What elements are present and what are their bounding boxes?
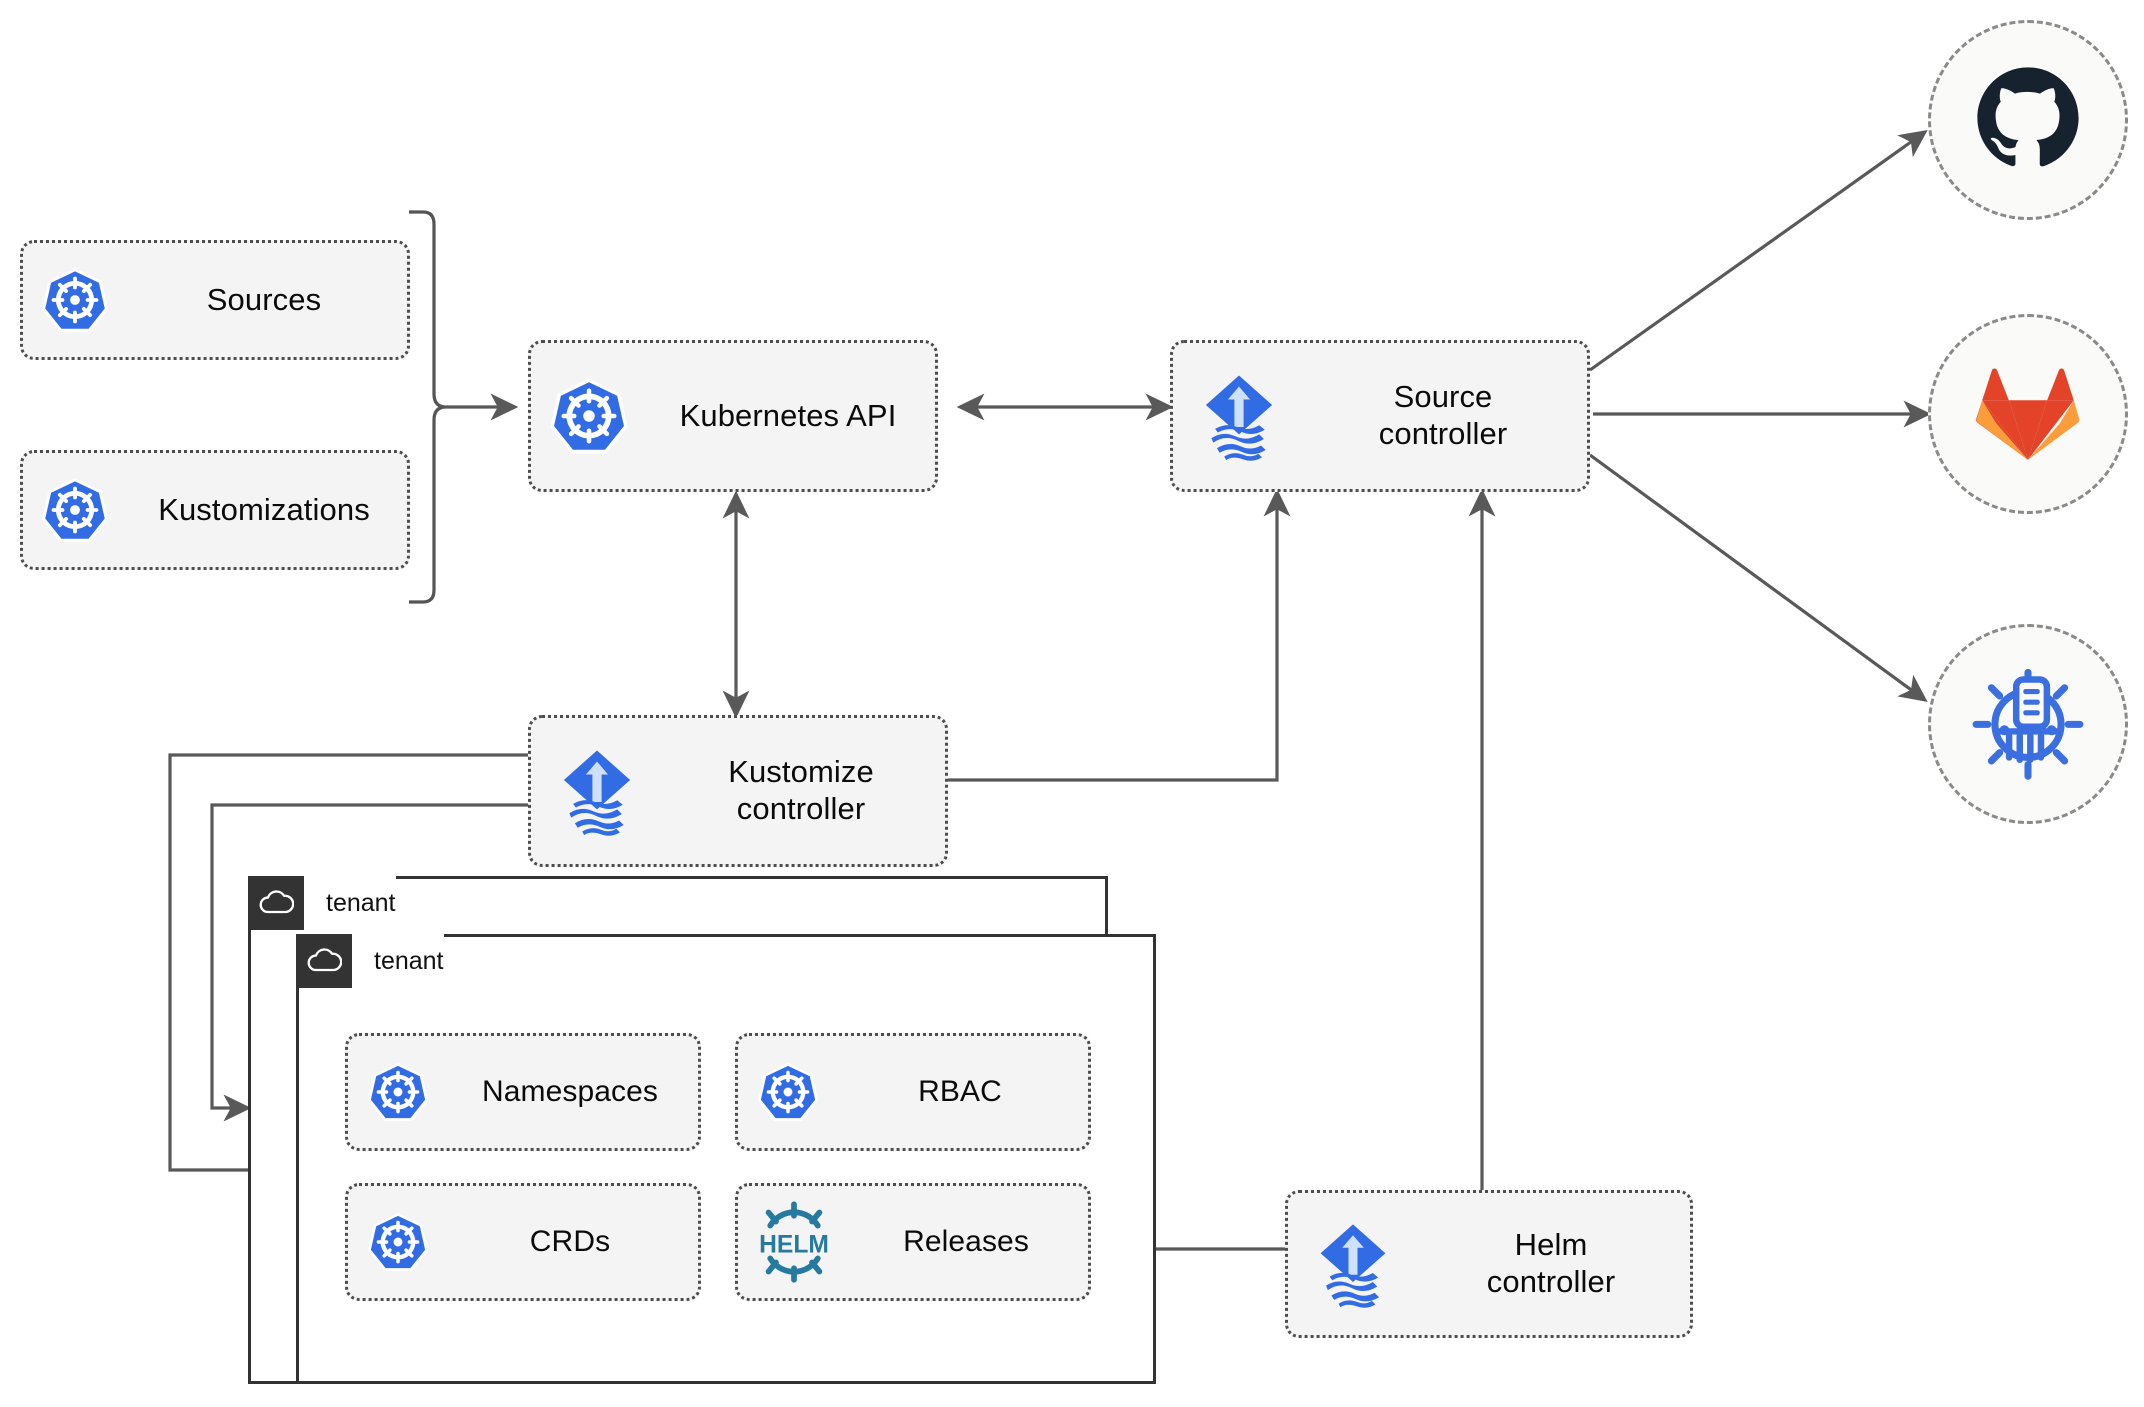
kubernetes-icon bbox=[23, 476, 127, 544]
flux-icon bbox=[1173, 370, 1305, 462]
helm-controller-label: Helm controller bbox=[1486, 1227, 1616, 1299]
resource-label: Kustomizations bbox=[158, 491, 370, 527]
github-icon bbox=[1973, 63, 2083, 178]
kubernetes-api-node[interactable]: Kubernetes API bbox=[528, 340, 938, 492]
tenant-resource-crds[interactable]: CRDs bbox=[345, 1183, 701, 1301]
tenant-resource-label: Releases bbox=[903, 1225, 1029, 1259]
tenant-container-inner[interactable]: tenant bbox=[296, 934, 1156, 1384]
provider-helm-repository[interactable] bbox=[1928, 624, 2128, 824]
resource-label: Sources bbox=[206, 281, 322, 317]
provider-gitlab[interactable] bbox=[1928, 314, 2128, 514]
source-controller-label: Source controller bbox=[1378, 379, 1508, 451]
tenant-label: tenant bbox=[326, 888, 396, 917]
kubernetes-api-label: Kubernetes API bbox=[679, 397, 897, 433]
helm-repository-icon bbox=[1969, 663, 2087, 786]
kubernetes-icon bbox=[738, 1061, 838, 1123]
kustomize-controller-label: Kustomize controller bbox=[728, 754, 874, 826]
svg-text:HELM: HELM bbox=[759, 1232, 829, 1259]
tenant-resource-label: CRDs bbox=[529, 1225, 611, 1259]
tenant-resource-namespaces[interactable]: Namespaces bbox=[345, 1033, 701, 1151]
tenant-resource-rbac[interactable]: RBAC bbox=[735, 1033, 1091, 1151]
resource-node-kustomizations[interactable]: Kustomizations bbox=[20, 450, 410, 570]
kubernetes-icon bbox=[348, 1061, 448, 1123]
tenant-resource-label: Namespaces bbox=[481, 1075, 659, 1109]
flux-icon bbox=[531, 745, 663, 837]
kubernetes-icon bbox=[23, 266, 127, 334]
resource-node-sources[interactable]: Sources bbox=[20, 240, 410, 360]
source-controller-node[interactable]: Source controller bbox=[1170, 340, 1590, 492]
tenant-label: tenant bbox=[374, 946, 444, 975]
tenant-resource-releases[interactable]: HELM Releases bbox=[735, 1183, 1091, 1301]
tenant-resource-label: RBAC bbox=[918, 1075, 1002, 1109]
kubernetes-icon bbox=[531, 376, 647, 456]
kubernetes-icon bbox=[348, 1211, 448, 1273]
helm-icon: HELM bbox=[738, 1201, 850, 1283]
cloud-icon bbox=[296, 934, 352, 988]
tenant-header-inner: tenant bbox=[296, 934, 444, 988]
gitlab-icon bbox=[1974, 362, 2082, 467]
flux-icon bbox=[1288, 1219, 1418, 1309]
helm-controller-node[interactable]: Helm controller bbox=[1285, 1190, 1693, 1338]
provider-github[interactable] bbox=[1928, 20, 2128, 220]
tenant-header-outer: tenant bbox=[248, 876, 396, 930]
cloud-icon bbox=[248, 876, 304, 930]
kustomize-controller-node[interactable]: Kustomize controller bbox=[528, 715, 948, 867]
